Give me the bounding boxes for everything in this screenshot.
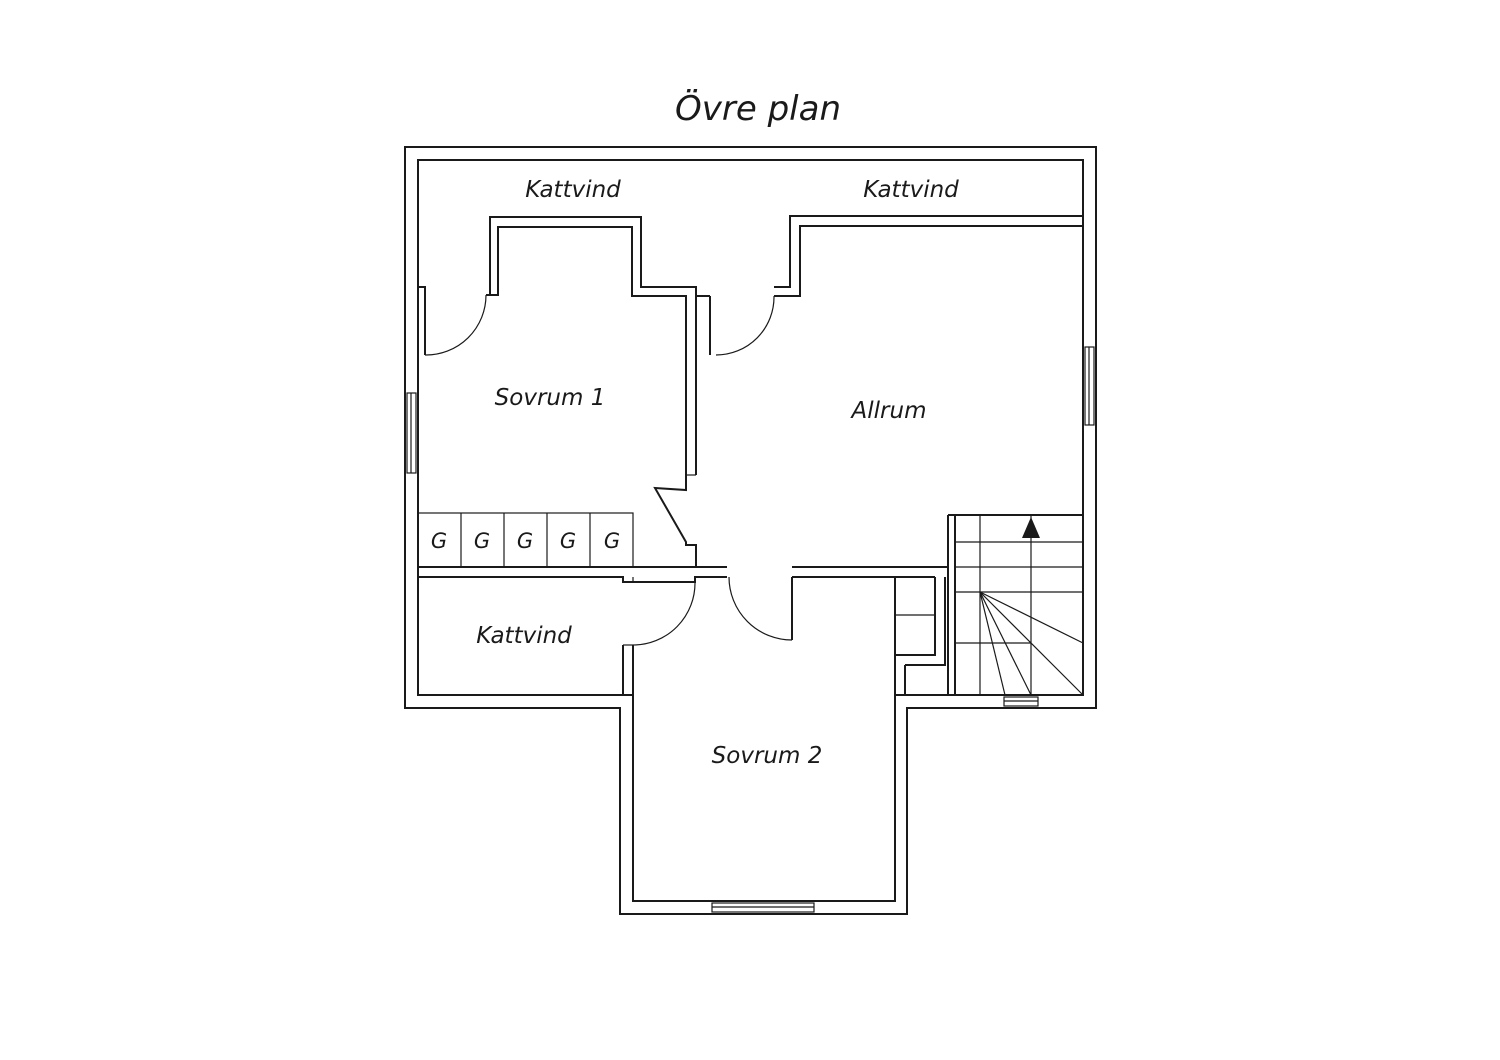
wardrobe-label: G (431, 529, 447, 553)
wardrobe-label: G (604, 529, 620, 553)
room-label-kattvind: Kattvind (525, 177, 621, 203)
middle-wall-inner (418, 576, 935, 583)
allrum-top-wall-outer (774, 215, 1083, 288)
room-label-allrum: Allrum (850, 398, 927, 424)
wardrobe-row: G G G G G (417, 512, 634, 568)
plan-title: Övre plan (675, 88, 841, 129)
room-label-sovrum1: Sovrum 1 (495, 385, 606, 411)
allrum-left-wall-top (696, 295, 711, 355)
wardrobe-label: G (474, 529, 490, 553)
door-sovrum1 (424, 294, 487, 356)
room-label-sovrum2: Sovrum 2 (712, 743, 823, 769)
wardrobe-label: G (560, 529, 576, 553)
kattvind-bottom-wall (418, 645, 634, 696)
partition-lower (653, 475, 697, 567)
room-label-kattvind: Kattvind (476, 623, 572, 649)
sovrum1-top-wall-outer (486, 216, 697, 475)
room-label-kattvind: Kattvind (863, 177, 959, 203)
outer-wall-outer (404, 146, 1097, 915)
door-kattvind (632, 581, 696, 646)
closet-wall (894, 577, 946, 695)
stair-up-arrow-icon (1022, 517, 1040, 538)
allrum-top-wall-inner (774, 225, 1083, 297)
wardrobe-label: G (517, 529, 533, 553)
kattvind-top-wall (417, 160, 426, 355)
sovrum1-top-wall-inner (486, 226, 687, 475)
staircase (947, 514, 1084, 696)
door-allrum (715, 295, 775, 356)
